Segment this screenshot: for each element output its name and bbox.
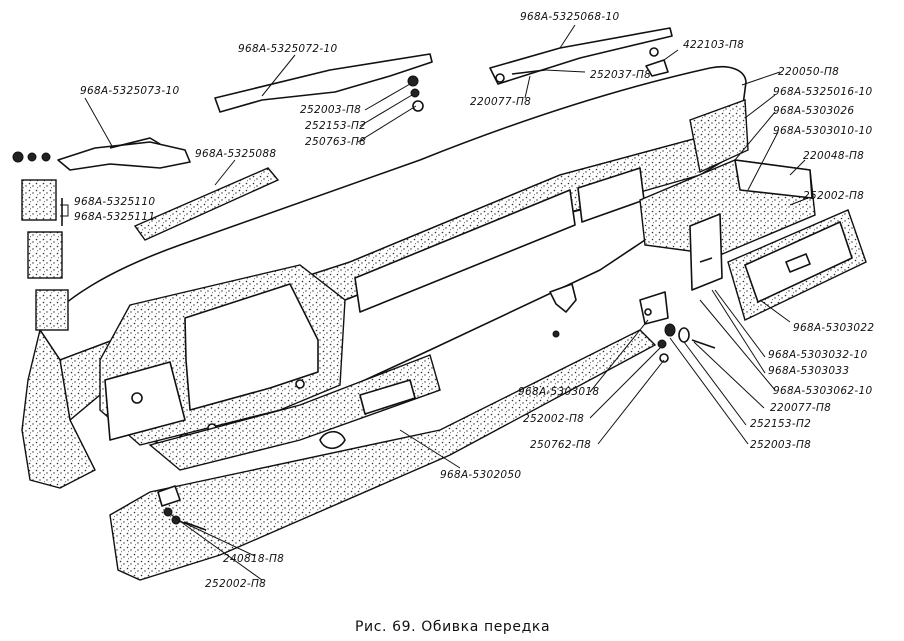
label-968a-5325072-10: 968А-5325072-10 — [238, 43, 337, 55]
label-252002-p8-middle: 252002-П8 — [523, 413, 584, 425]
glove-box-group — [639, 159, 867, 325]
glovebox-fasteners — [657, 323, 716, 363]
label-250762-p8: 250762-П8 — [530, 439, 591, 451]
label-252002-p8-bottom: 252002-П8 — [205, 578, 266, 590]
dashboard-panel — [21, 66, 749, 489]
label-252153-p2-right: 252153-П2 — [750, 418, 811, 430]
label-968a-5325088: 968А-5325088 — [195, 148, 276, 160]
label-968a-5325016-10: 968А-5325016-10 — [773, 86, 872, 98]
label-968a-5325073-10: 968А-5325073-10 — [80, 85, 179, 97]
label-220077-p8-right: 220077-П8 — [770, 402, 831, 414]
label-220050-p8: 220050-П8 — [778, 66, 839, 78]
label-252003-p8-right: 252003-П8 — [750, 439, 811, 451]
label-220077-p8-top: 220077-П8 — [470, 96, 531, 108]
label-422103-p8: 422103-П8 — [683, 39, 744, 51]
figure-caption: Рис. 69. Обивка передка — [355, 619, 550, 635]
label-252003-p8-top: 252003-П8 — [300, 104, 361, 116]
switch-plates — [21, 179, 69, 331]
top-trim-pieces — [12, 27, 673, 241]
label-968a-5303022: 968А-5303022 — [793, 322, 874, 334]
label-968a-5302050: 968А-5302050 — [440, 469, 521, 481]
label-968a-5325110: 968А-5325110 — [74, 196, 155, 208]
label-968a-5303010-10: 968А-5303010-10 — [773, 125, 872, 137]
label-240818-p8: 240818-П8 — [223, 553, 284, 565]
label-968a-5325111: 968А-5325111 — [74, 211, 155, 223]
label-252153-p2-top: 252153-П2 — [305, 120, 366, 132]
label-252037-p8: 252037-П8 — [590, 69, 651, 81]
label-968a-5303033: 968А-5303033 — [768, 365, 849, 377]
label-968a-5303032-10: 968А-5303032-10 — [768, 349, 867, 361]
bottom-trim-pad — [109, 329, 657, 581]
label-220048-p8: 220048-П8 — [803, 150, 864, 162]
label-250763-p8: 250763-П8 — [305, 136, 366, 148]
label-252002-p8-right: 252002-П8 — [803, 190, 864, 202]
leader-lines — [60, 24, 809, 581]
label-968a-5303026: 968А-5303026 — [773, 105, 854, 117]
label-968a-5325068-10: 968А-5325068-10 — [520, 11, 619, 23]
label-968a-5303062-10: 968А-5303062-10 — [773, 385, 872, 397]
part-labels: 968А-5325068-10 422103-П8 252037-П8 2200… — [74, 11, 874, 590]
label-968a-5303018: 968А-5303018 — [518, 386, 599, 398]
